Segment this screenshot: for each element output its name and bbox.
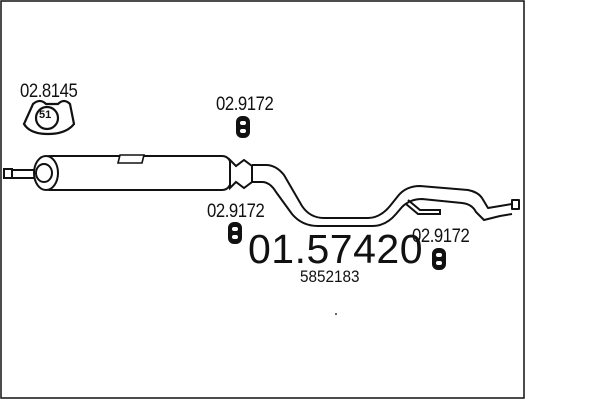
frame-border [0, 0, 525, 399]
main-part-number: 01.57420 [248, 226, 424, 272]
hanger-icon-right [432, 248, 446, 270]
oem-number: 5852183 [300, 267, 360, 286]
hanger-icon-middle [228, 222, 242, 244]
clamp-icon [22, 99, 76, 136]
tailpipe [252, 164, 520, 227]
pipe-bracket [405, 199, 441, 215]
hanger-top-part-label: 02.9172 [216, 94, 274, 115]
hanger-icon-top [236, 116, 250, 138]
hanger-right-part-label: 02.9172 [412, 226, 470, 247]
hanger-middle-part-label: 02.9172 [207, 201, 265, 222]
muffler-outlet-clamp [229, 157, 253, 191]
muffler [33, 154, 234, 191]
stray-dot [335, 313, 337, 315]
clamp-part-label: 02.8145 [20, 81, 78, 102]
clamp-badge-label: 51 [39, 109, 52, 121]
inlet-pipe [3, 168, 34, 179]
